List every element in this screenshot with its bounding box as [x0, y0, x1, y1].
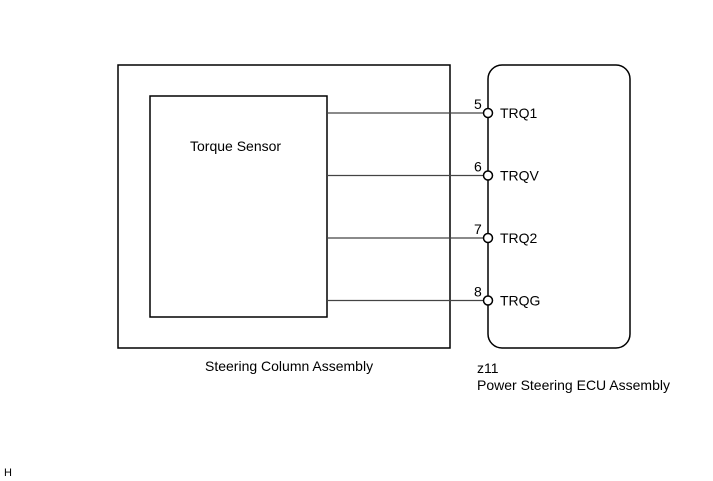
pin-number-trqv: 6 [474, 159, 482, 175]
power-steering-ecu-assembly-label: Power Steering ECU Assembly [477, 377, 670, 393]
pin-number-trqg: 8 [474, 284, 482, 300]
terminal-trqv [482, 170, 494, 181]
pin-name-trq1: TRQ1 [500, 105, 538, 121]
pin-name-trq2: TRQ2 [500, 230, 538, 246]
steering-column-assembly-box [117, 64, 451, 349]
ecu-connector-code: z11 [477, 360, 499, 376]
steering-column-assembly-label: Steering Column Assembly [205, 358, 373, 374]
pin-name-trqg: TRQG [500, 293, 540, 309]
terminal-trq1 [482, 107, 494, 119]
power-steering-ecu-box [487, 64, 631, 349]
torque-sensor-box [149, 95, 328, 318]
terminal-trqg [482, 295, 494, 306]
pin-number-trq2: 7 [474, 221, 482, 237]
torque-sensor-label: Torque Sensor [190, 138, 281, 154]
pin-name-trqv: TRQV [500, 168, 540, 184]
footer-mark: H [4, 467, 12, 479]
terminal-trq2 [482, 232, 494, 244]
pin-number-trq1: 5 [474, 96, 482, 112]
